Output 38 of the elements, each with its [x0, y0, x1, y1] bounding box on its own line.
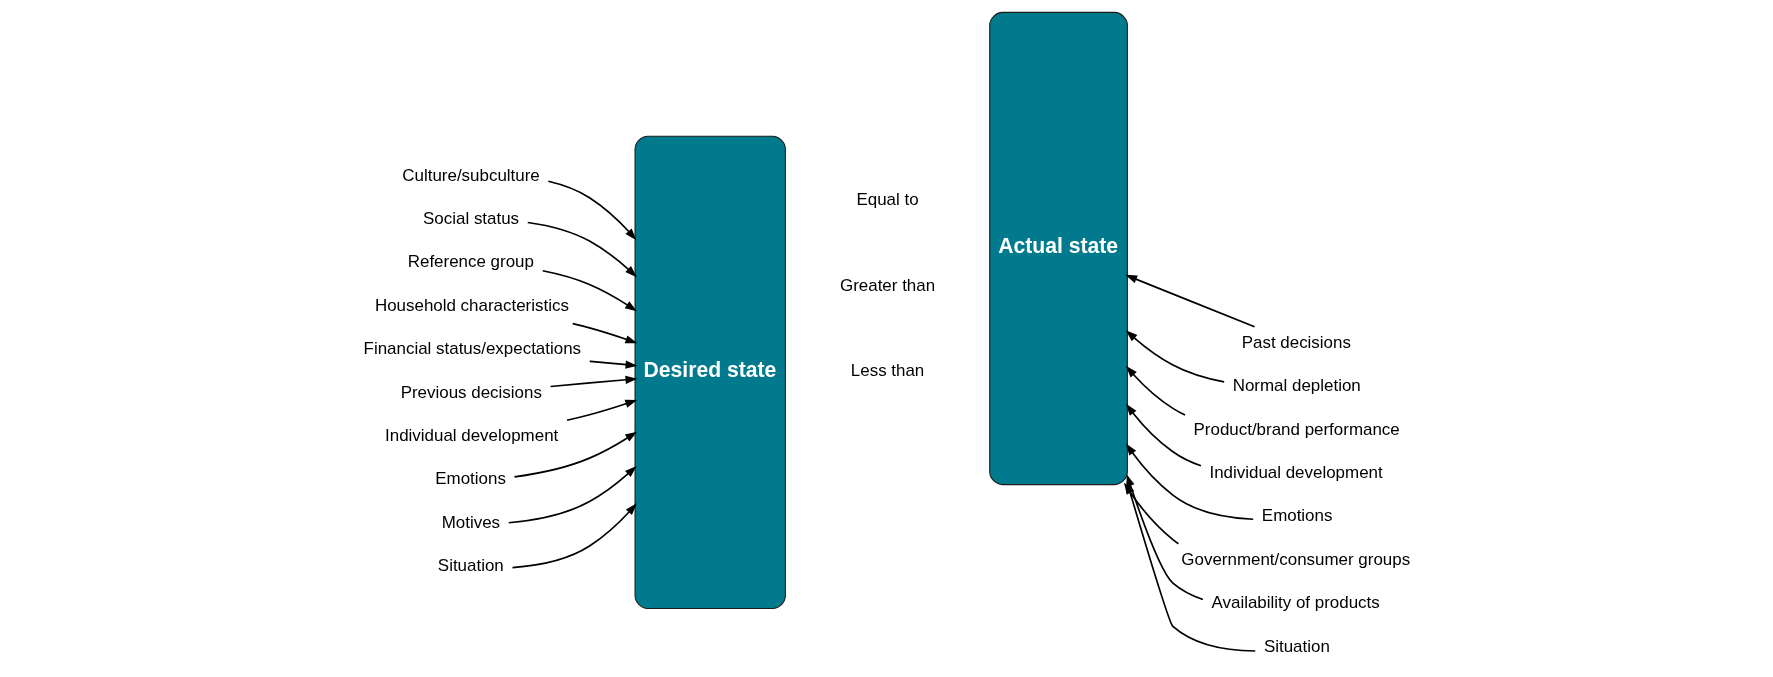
node-text: Emotions — [435, 469, 506, 489]
arrow — [513, 431, 638, 478]
node-text: Previous decisions — [400, 382, 542, 402]
node-text: Product/brand performance — [1193, 419, 1400, 439]
node-text: Motives — [441, 512, 501, 532]
arrow — [1125, 274, 1256, 328]
node-box: Actual state — [989, 11, 1128, 486]
node-text: Culture/subculture — [402, 165, 540, 185]
node-box: Desired state — [634, 135, 786, 609]
node-text: Household characteristics — [374, 295, 569, 315]
node-text: Emotions — [1261, 506, 1333, 526]
arrow — [541, 269, 637, 312]
node-text: Situation — [1263, 636, 1330, 656]
arrow — [566, 399, 638, 422]
label: Greater than — [840, 275, 936, 295]
arrow — [547, 180, 637, 241]
arrow — [549, 375, 638, 388]
arrow — [1126, 481, 1257, 652]
node-text: Social status — [423, 208, 520, 228]
arrow — [511, 503, 637, 569]
node-text: Availability of products — [1211, 593, 1380, 613]
node-text: Financial status/expectations — [363, 339, 582, 359]
arrow — [1125, 330, 1225, 383]
node-text: Government/consumer groups — [1181, 549, 1411, 569]
arrow — [526, 221, 637, 278]
arrow — [1125, 365, 1186, 416]
node-text: Individual development — [385, 425, 559, 445]
node-text: Situation — [437, 556, 504, 576]
node-text: Individual development — [1209, 463, 1383, 483]
node-text: Past decisions — [1241, 332, 1351, 352]
label: Less than — [850, 361, 925, 381]
arrow — [571, 322, 638, 344]
label: Equal to — [856, 189, 919, 209]
arrow — [1125, 403, 1202, 467]
node-text: Reference group — [407, 252, 534, 272]
node-text: Normal depletion — [1232, 376, 1361, 396]
arrow — [507, 465, 637, 524]
arrow — [588, 360, 638, 369]
